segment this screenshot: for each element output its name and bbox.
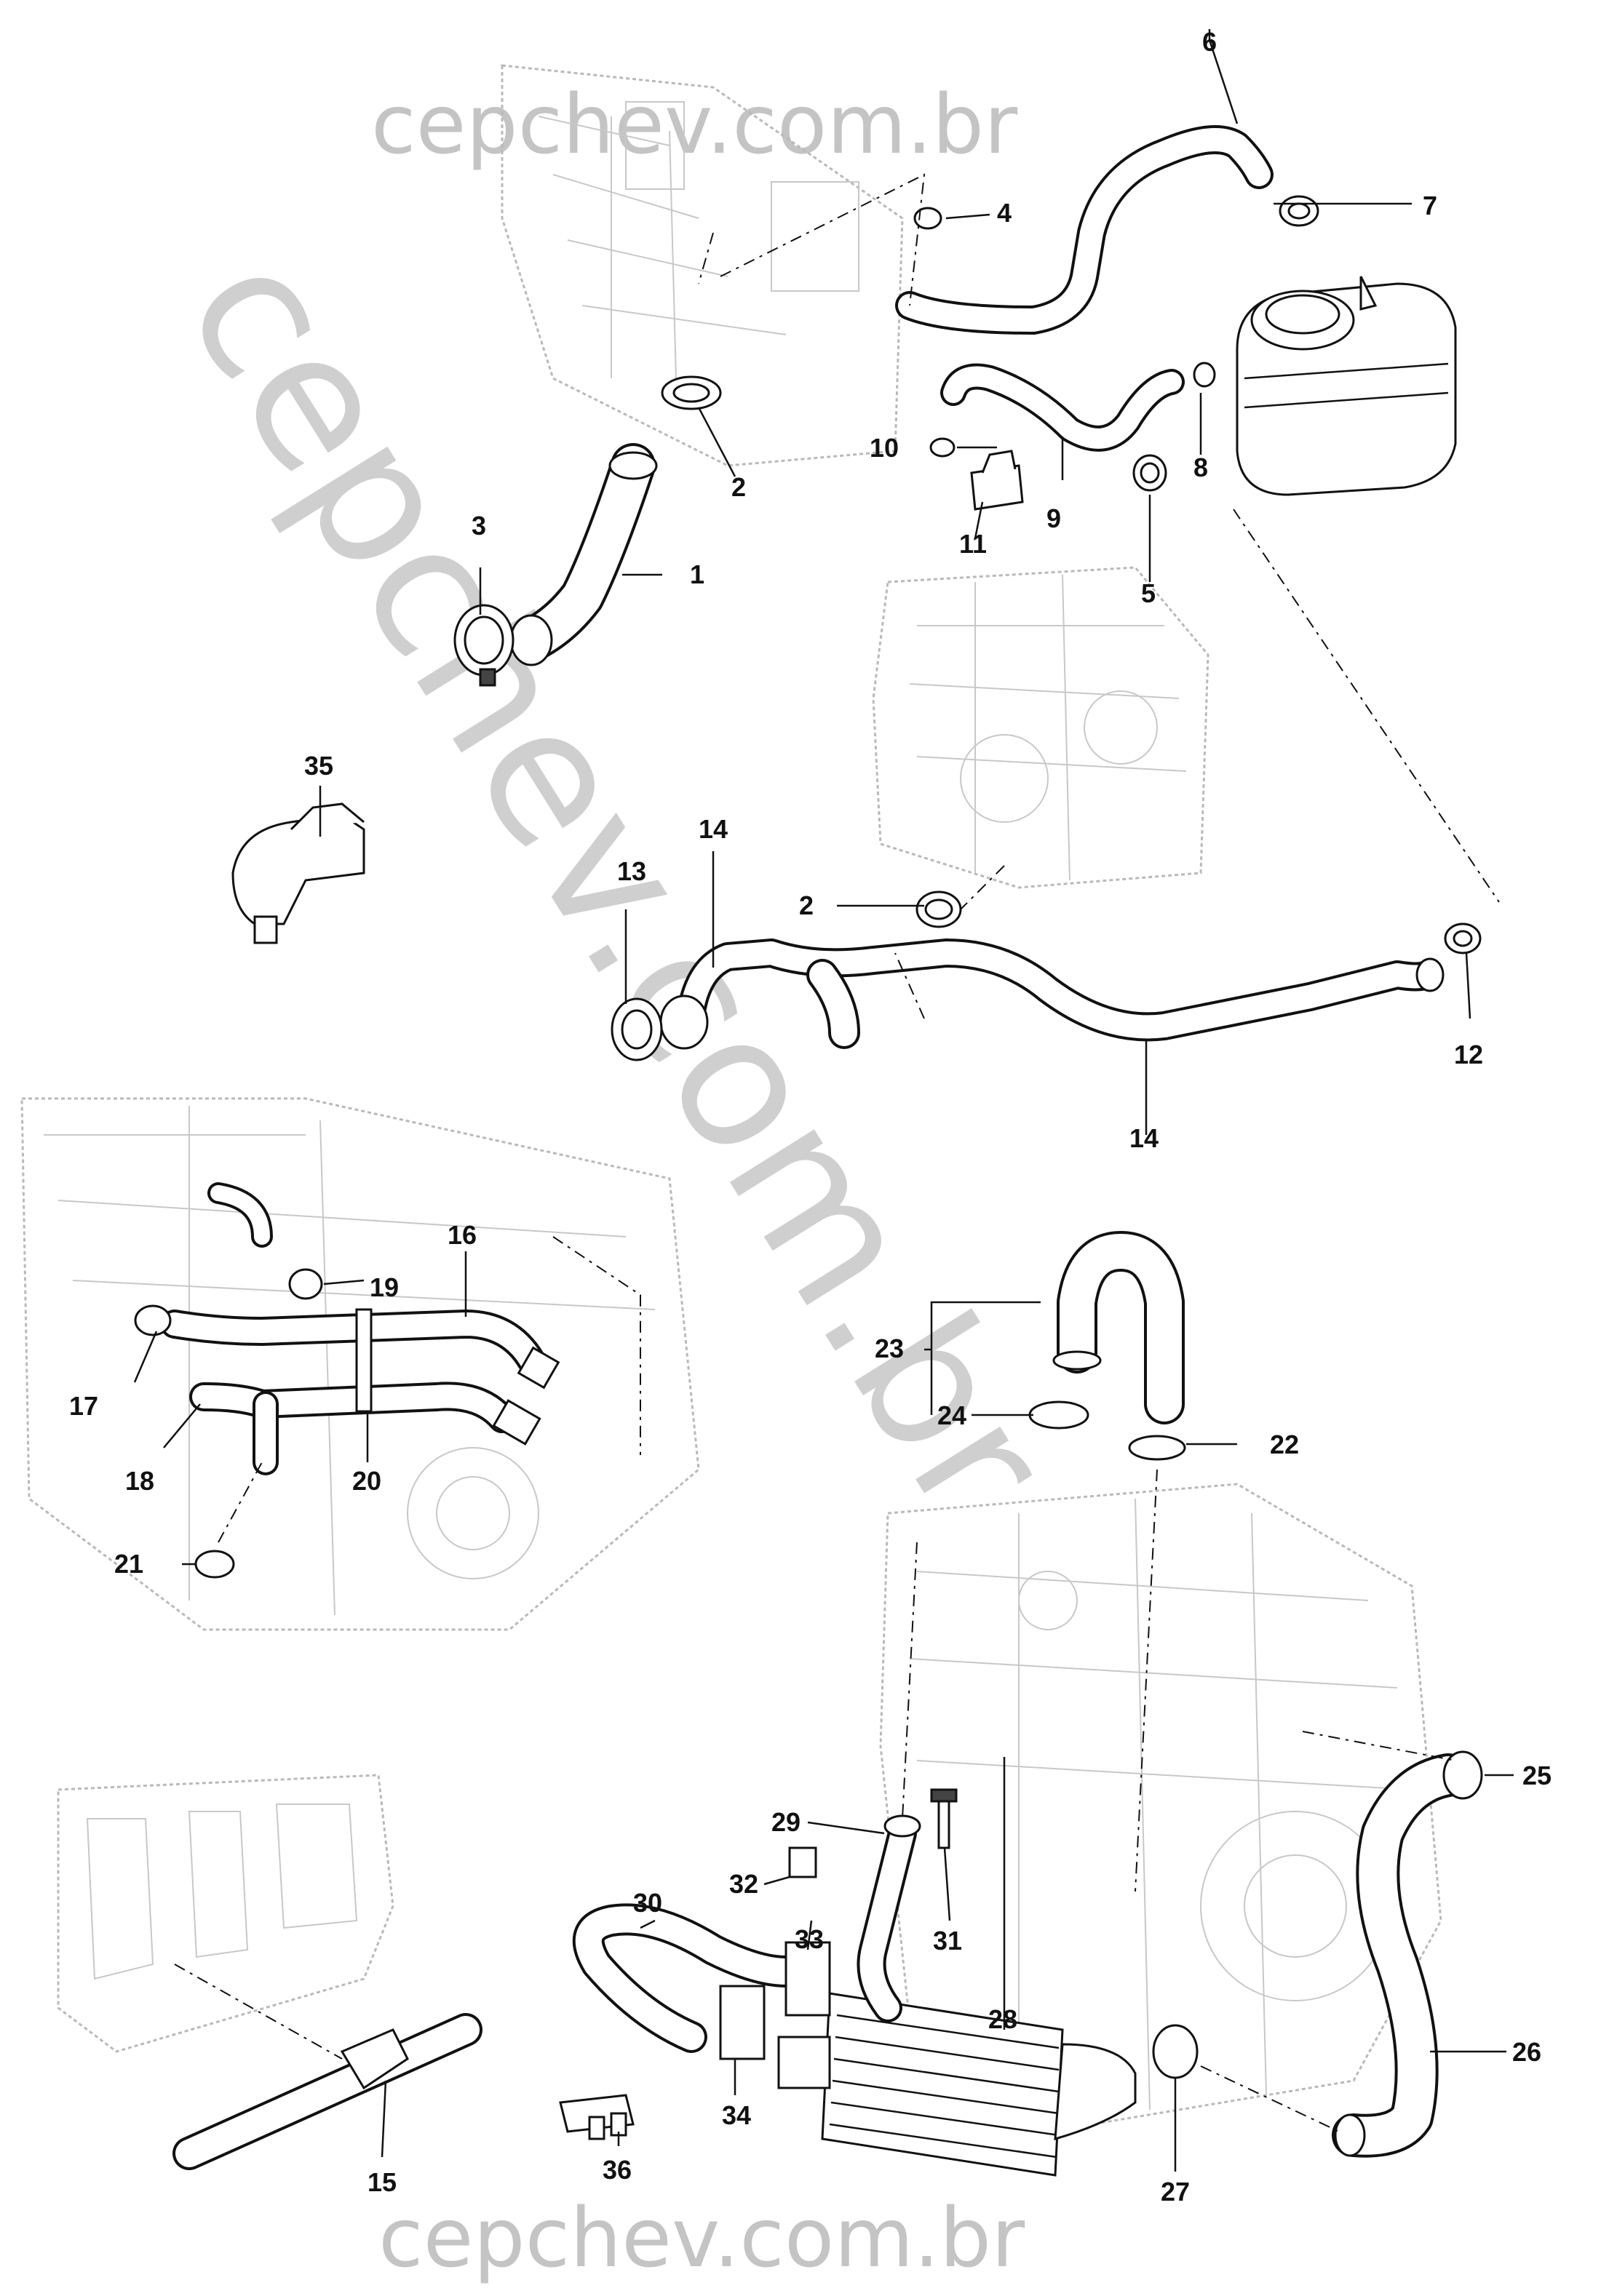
callout-25: 25 — [1522, 1761, 1552, 1790]
bypass-hose — [940, 363, 1185, 452]
clip-36 — [559, 2094, 635, 2140]
bolt-31 — [930, 1788, 958, 1849]
callout-21: 21 — [114, 1549, 143, 1579]
heater-hose-small — [207, 1182, 273, 1248]
callout-18: 18 — [125, 1466, 154, 1496]
hose-clamp-2-top — [661, 375, 722, 410]
bracket-11 — [970, 450, 1024, 511]
turbo-hose-23 — [1052, 1231, 1185, 1424]
callout-2-top: 2 — [731, 472, 746, 502]
coolant-reservoir — [1236, 276, 1457, 496]
heater-hose-18 — [189, 1382, 541, 1475]
pipe-29 — [857, 1814, 921, 2022]
callout-31: 31 — [933, 1926, 962, 1956]
clamp-7 — [1279, 195, 1319, 227]
callout-14-bottom: 14 — [1129, 1123, 1159, 1153]
hose-bracket-15 — [172, 2013, 482, 2170]
callout-5: 5 — [1141, 578, 1156, 608]
callout-28: 28 — [988, 2004, 1017, 2034]
callout-34: 34 — [722, 2100, 751, 2130]
radiator-lower-hose — [659, 938, 1445, 1050]
clamp-21 — [194, 1550, 235, 1579]
callout-33: 33 — [795, 1924, 824, 1954]
callout-22: 22 — [1270, 1430, 1299, 1459]
clamp-20 — [355, 1308, 373, 1413]
callout-13: 13 — [617, 856, 646, 886]
clamp-25 — [1442, 1750, 1483, 1800]
callout-7: 7 — [1423, 191, 1437, 220]
sleeve-34 — [719, 1985, 766, 2060]
clamp-12 — [1444, 922, 1482, 954]
callout-17: 17 — [69, 1391, 98, 1421]
clamp-22 — [1128, 1435, 1186, 1461]
hose-clamp-2-bottom — [915, 890, 962, 928]
clamp-8 — [1193, 362, 1216, 388]
callout-2-bottom: 2 — [799, 890, 814, 920]
leader-lines — [133, 29, 1514, 2172]
hose-clamp-3 — [453, 604, 515, 687]
hose-30 — [572, 1903, 802, 2053]
callout-labels: 1 2 2 3 4 5 6 7 8 9 10 11 12 13 14 14 15… — [69, 27, 1552, 2207]
callout-10: 10 — [870, 433, 899, 463]
callout-20: 20 — [352, 1466, 381, 1496]
clamp-4 — [913, 207, 942, 230]
reservoir-vent-hose — [895, 125, 1274, 335]
clamp-27 — [1152, 2024, 1199, 2079]
intercooler-28 — [777, 1992, 1137, 2177]
intercooler-hose-26 — [1332, 1753, 1470, 2158]
callout-15: 15 — [368, 2167, 397, 2197]
callout-36: 36 — [603, 2155, 632, 2185]
clip-32 — [788, 1846, 817, 1878]
hose-clamp-13 — [611, 997, 663, 1061]
clamp-5 — [1132, 454, 1167, 492]
radiator-upper-hose — [509, 443, 658, 666]
radiator-sketch-bottom-left — [57, 1774, 394, 2053]
callout-8: 8 — [1193, 453, 1208, 482]
bracket-35 — [231, 802, 365, 944]
engine-sketch-middle — [872, 566, 1209, 889]
clamp-10 — [929, 437, 956, 458]
clamp-24 — [1028, 1400, 1089, 1430]
engine-sketch-left — [20, 1097, 700, 1631]
callout-19: 19 — [370, 1272, 399, 1302]
callout-27: 27 — [1161, 2177, 1190, 2207]
watermark-top: cepchev.com.br — [371, 78, 1018, 172]
callout-1: 1 — [690, 559, 704, 589]
callout-4: 4 — [997, 198, 1012, 228]
sleeve-33 — [784, 1941, 831, 2017]
callout-14-top: 14 — [699, 814, 728, 844]
callout-29: 29 — [771, 1807, 800, 1837]
engine-sketch-top — [501, 64, 904, 467]
callout-6: 6 — [1202, 27, 1217, 57]
callout-23: 23 — [875, 1334, 904, 1363]
callout-11: 11 — [959, 529, 987, 559]
watermark-bottom: cepchev.com.br — [378, 2191, 1025, 2286]
callout-32: 32 — [729, 1869, 758, 1899]
callout-30: 30 — [633, 1888, 662, 1918]
callout-26: 26 — [1512, 2037, 1541, 2067]
callout-35: 35 — [304, 751, 333, 781]
clamp-17 — [134, 1304, 172, 1336]
dash-connections — [174, 173, 1500, 2132]
clamp-19 — [288, 1268, 323, 1300]
callout-24: 24 — [937, 1400, 966, 1430]
callout-9: 9 — [1046, 503, 1061, 533]
callout-3: 3 — [472, 511, 486, 541]
callout-16: 16 — [448, 1220, 477, 1250]
callout-12: 12 — [1454, 1040, 1483, 1069]
